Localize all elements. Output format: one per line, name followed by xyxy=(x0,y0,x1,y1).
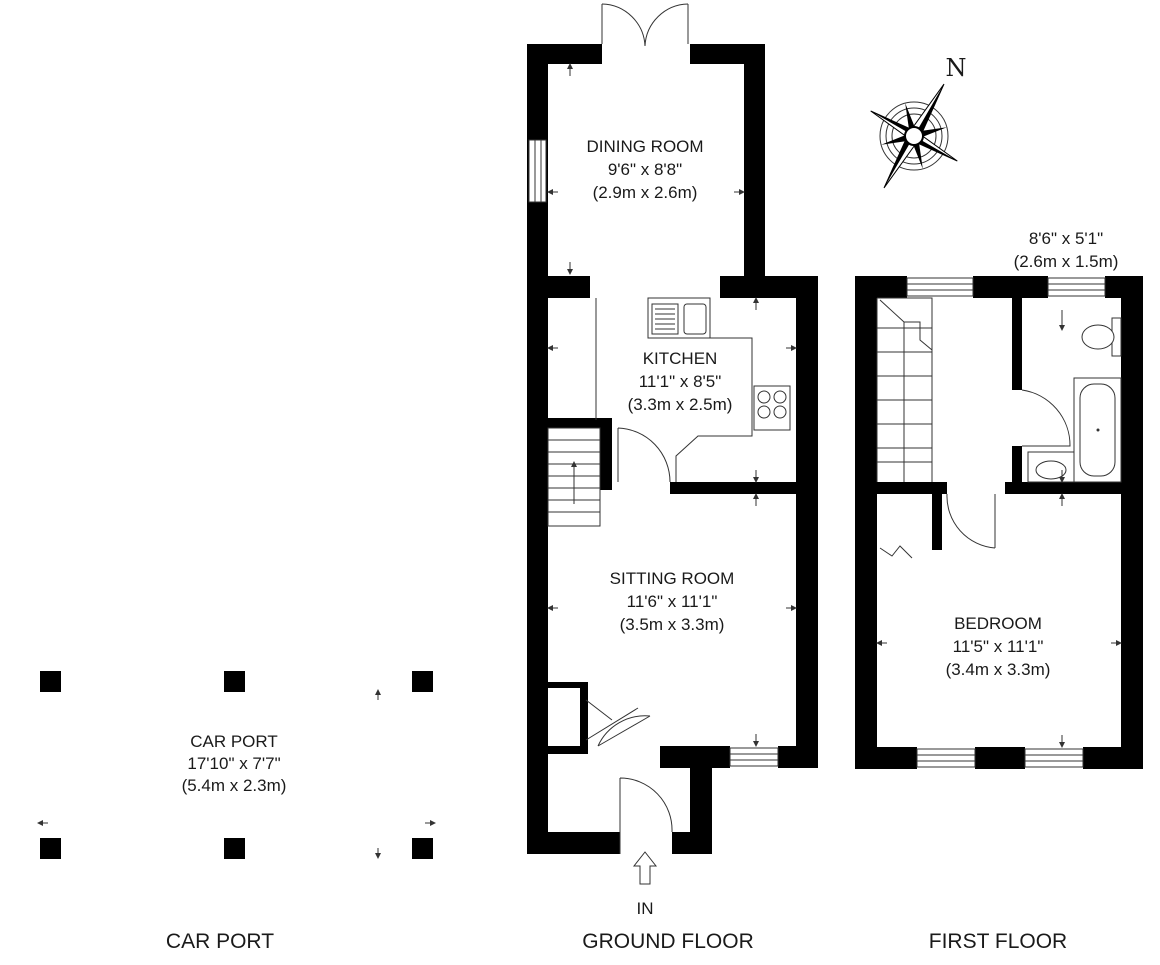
cupboard-door xyxy=(879,545,913,559)
kitchen-name: KITCHEN xyxy=(643,349,718,368)
bedroom-imperial: 11'5" x 11'1" xyxy=(953,637,1044,656)
wall xyxy=(548,276,590,298)
bedroom-name: BEDROOM xyxy=(954,614,1042,633)
wall xyxy=(660,746,730,768)
car-port-post xyxy=(224,671,245,692)
door-swing xyxy=(1021,389,1071,447)
car-port-post xyxy=(412,838,433,859)
sitting-room-name: SITTING ROOM xyxy=(610,569,735,588)
car-port-imperial: 17'10" x 7'7" xyxy=(187,754,280,773)
wall xyxy=(527,44,548,854)
wall xyxy=(1121,276,1143,769)
door-swing xyxy=(585,699,639,741)
window xyxy=(916,748,976,768)
wall xyxy=(548,746,588,754)
wall xyxy=(527,832,620,854)
stairs xyxy=(547,427,601,527)
compass-icon xyxy=(870,83,958,189)
wall xyxy=(975,747,1025,769)
window xyxy=(528,139,547,203)
wall xyxy=(877,482,947,494)
window xyxy=(1047,277,1106,297)
stairs xyxy=(876,297,933,482)
dining-room-imperial: 9'6" x 8'8" xyxy=(608,160,682,179)
ground-floor-label: GROUND FLOOR xyxy=(582,930,754,953)
toilet-icon xyxy=(1081,317,1122,357)
wall xyxy=(1005,482,1121,494)
wall xyxy=(1012,446,1022,494)
car-port-post xyxy=(40,838,61,859)
ground-floor: IN DINING ROOM 9'6" x 8'8" (2.9m x 2.6m)… xyxy=(527,3,818,953)
basin-icon xyxy=(1027,451,1075,483)
wall xyxy=(744,44,765,298)
sink-icon xyxy=(647,297,711,339)
entrance-label: IN xyxy=(637,899,654,918)
wall xyxy=(932,494,942,550)
french-doors xyxy=(601,3,689,47)
car-port: CAR PORT 17'10" x 7'7" (5.4m x 2.3m) CAR… xyxy=(37,671,436,953)
dining-room-metric: (2.9m x 2.6m) xyxy=(593,183,698,202)
car-port-post xyxy=(40,671,61,692)
hob-icon xyxy=(753,385,791,431)
front-door xyxy=(619,777,673,854)
door-swing xyxy=(946,493,996,549)
sitting-room-imperial: 11'6" x 11'1" xyxy=(627,592,718,611)
entrance-arrow-icon xyxy=(632,851,658,885)
wall xyxy=(1083,747,1143,769)
first-floor: 8'6" x 5'1" (2.6m x 1.5m) BEDROOM 11'5" … xyxy=(855,229,1143,953)
bedroom-metric: (3.4m x 3.3m) xyxy=(946,660,1051,679)
door-swing xyxy=(617,427,671,483)
bathroom-imperial: 8'6" x 5'1" xyxy=(1029,229,1103,248)
first-floor-label: FIRST FLOOR xyxy=(929,930,1067,953)
compass-north-label: N xyxy=(946,54,967,82)
wall xyxy=(973,276,1048,298)
kitchen-metric: (3.3m x 2.5m) xyxy=(628,395,733,414)
wall xyxy=(778,746,818,768)
window xyxy=(1024,748,1084,768)
wall xyxy=(1012,298,1022,390)
car-port-metric: (5.4m x 2.3m) xyxy=(182,776,287,795)
wall xyxy=(855,276,877,769)
dining-room-name: DINING ROOM xyxy=(586,137,703,156)
car-port-name: CAR PORT xyxy=(190,732,278,751)
window xyxy=(729,747,779,767)
bathroom-metric: (2.6m x 1.5m) xyxy=(1014,252,1119,271)
wall xyxy=(855,747,917,769)
sitting-room-metric: (3.5m x 3.3m) xyxy=(620,615,725,634)
door-swing xyxy=(597,715,651,747)
wall xyxy=(580,682,588,754)
wall xyxy=(796,276,818,768)
wall xyxy=(690,748,712,854)
bath-icon xyxy=(1073,377,1122,483)
wall xyxy=(670,482,796,494)
car-port-post xyxy=(224,838,245,859)
wall xyxy=(720,276,818,298)
car-port-floor-label: CAR PORT xyxy=(166,930,274,953)
car-port-post xyxy=(412,671,433,692)
window xyxy=(906,277,974,297)
wall xyxy=(600,418,612,490)
wall xyxy=(548,682,586,688)
wall xyxy=(548,418,612,428)
kitchen-imperial: 11'1" x 8'5" xyxy=(639,372,722,391)
